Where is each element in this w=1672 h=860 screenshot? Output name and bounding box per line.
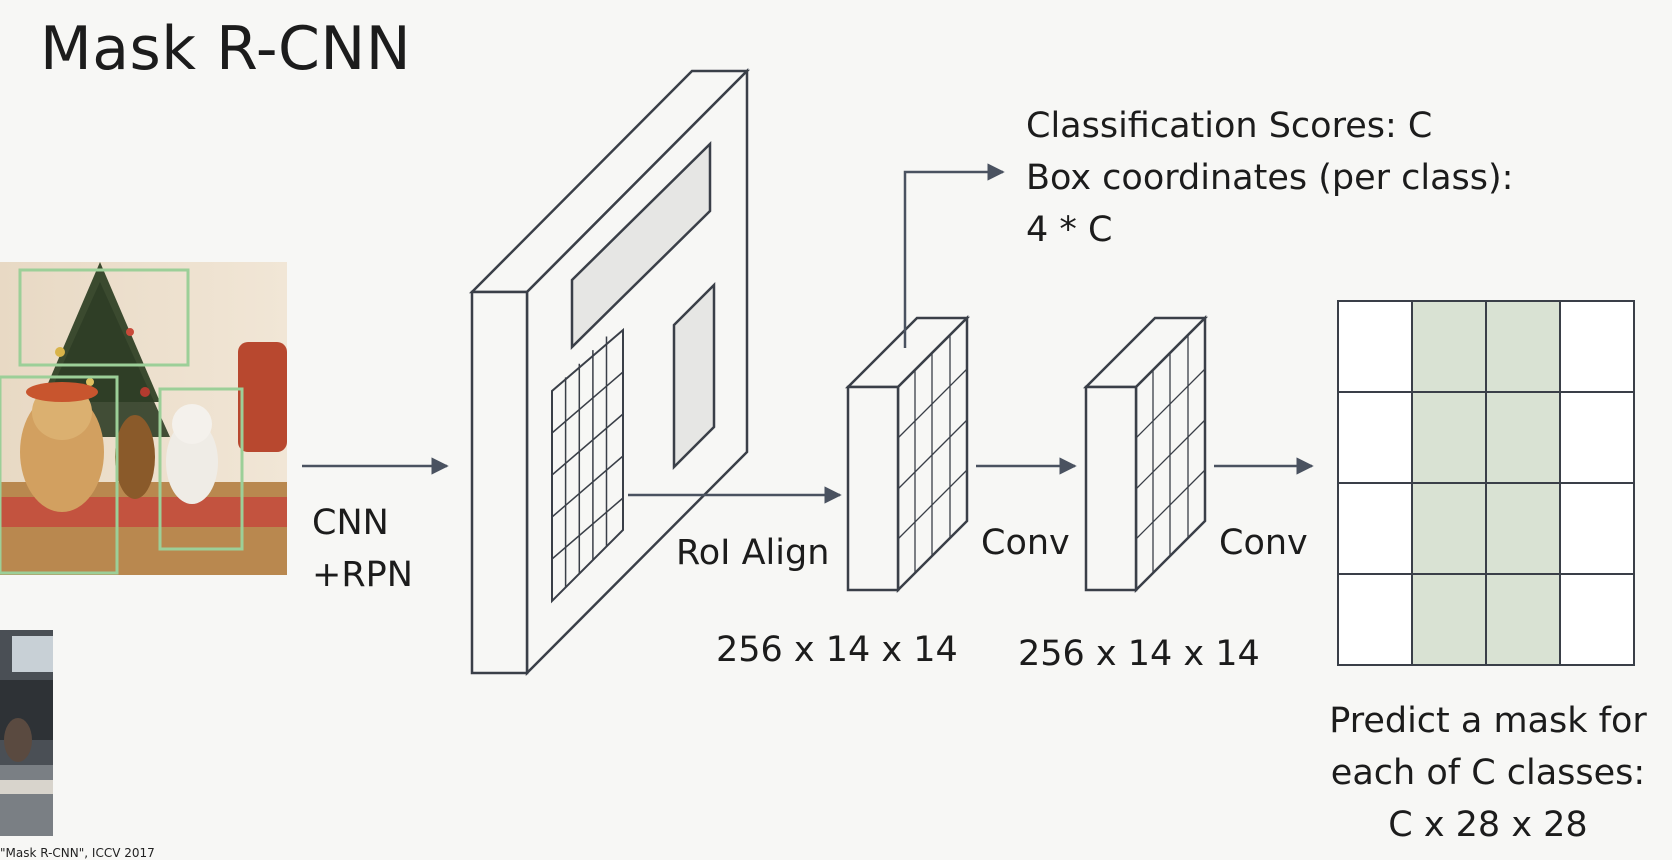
mask-caption: Predict a mask for each of C classes: C … — [1312, 695, 1664, 851]
citation: "Mask R-CNN", ICCV 2017 — [0, 846, 155, 860]
arrow-to-classification — [903, 163, 1005, 348]
mask-caption-line-1: Predict a mask for — [1329, 701, 1647, 741]
box-coordinates-label: Box coordinates (per class): — [1026, 158, 1514, 198]
mask-cell — [1337, 391, 1413, 484]
rpn-label: +RPN — [312, 555, 413, 595]
conv-feature-cube-grid — [1135, 335, 1206, 573]
roi-align-label: RoI Align — [676, 533, 830, 573]
slide-title: Mask R-CNN — [40, 14, 412, 84]
mask-cell — [1559, 482, 1635, 575]
conv-label-2: Conv — [1219, 523, 1308, 563]
mask-caption-line-2: each of C classes: — [1330, 753, 1646, 793]
mask-cell — [1337, 300, 1413, 393]
mask-cell-foreground — [1485, 573, 1561, 666]
cnn-rpn-label: CNN +RPN — [312, 497, 413, 601]
conv-label-1: Conv — [981, 523, 1070, 563]
mask-cell — [1559, 391, 1635, 484]
box-count-label: 4 * C — [1026, 210, 1113, 250]
classification-scores-label: Classification Scores: C — [1026, 106, 1433, 146]
mask-cell-foreground — [1485, 391, 1561, 484]
mask-cell — [1337, 573, 1413, 666]
conv-feature-dims: 256 x 14 x 14 — [1018, 634, 1260, 674]
conv-feature-cube — [1082, 314, 1209, 594]
roi-feature-dims: 256 x 14 x 14 — [716, 630, 958, 670]
mask-cell-foreground — [1485, 300, 1561, 393]
proposal-region-large — [570, 141, 712, 350]
roi-feature-cube — [844, 314, 971, 594]
proposal-region-tall — [672, 281, 716, 471]
input-image — [0, 262, 287, 575]
cnn-label: CNN — [312, 503, 389, 543]
mask-cell — [1559, 573, 1635, 666]
speaker-video-thumbnail — [0, 630, 53, 836]
roi-feature-cube-grid — [897, 335, 968, 573]
mask-cell — [1337, 482, 1413, 575]
mask-cell — [1559, 300, 1635, 393]
roi-grid-lines — [551, 336, 624, 588]
mask-cell-foreground — [1411, 391, 1487, 484]
roi-grid-on-feature-map — [551, 327, 624, 604]
classification-head-text: Classification Scores: C Box coordinates… — [1026, 100, 1513, 256]
mask-cell-foreground — [1485, 482, 1561, 575]
mask-output-grid — [1337, 300, 1635, 666]
mask-caption-line-3: C x 28 x 28 — [1388, 805, 1588, 845]
mask-cell-foreground — [1411, 573, 1487, 666]
mask-cell-foreground — [1411, 482, 1487, 575]
mask-cell-foreground — [1411, 300, 1487, 393]
